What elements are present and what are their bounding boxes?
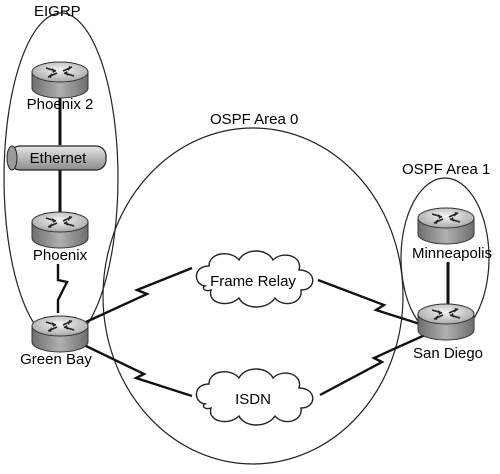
router-icon-phoenix2: [31, 61, 89, 99]
ospf-area0-region: [102, 127, 404, 465]
ethernet-label: Ethernet: [30, 150, 88, 167]
router-label-green-bay: Green Bay: [20, 351, 92, 368]
ethernet-segment-icon: [6, 145, 107, 171]
serial-link-greenbay-framerelay: [85, 266, 193, 324]
isdn-label: ISDN: [235, 391, 271, 408]
router-label-minneapolis: Minneapolis: [412, 245, 492, 262]
router-icon-minneapolis: [417, 207, 475, 245]
router-icon-san-diego: [417, 303, 475, 341]
ospf-area0-label: OSPF Area 0: [210, 111, 298, 128]
serial-link-framerelay-sandiego: [317, 278, 421, 326]
serial-link-isdn-sandiego: [319, 333, 426, 397]
ospf-area1-label: OSPF Area 1: [402, 161, 490, 178]
router-label-san-diego: San Diego: [413, 345, 483, 362]
eigrp-label: EIGRP: [34, 3, 81, 20]
router-icon-phoenix: [31, 211, 89, 249]
router-label-phoenix: Phoenix: [33, 247, 88, 264]
serial-link-phoenix-greenbay: [56, 264, 69, 313]
serial-link-greenbay-isdn: [85, 344, 193, 398]
router-label-phoenix2: Phoenix 2: [27, 96, 94, 113]
router-icon-green-bay: [31, 315, 89, 353]
frame-relay-label: Frame Relay: [210, 273, 296, 290]
